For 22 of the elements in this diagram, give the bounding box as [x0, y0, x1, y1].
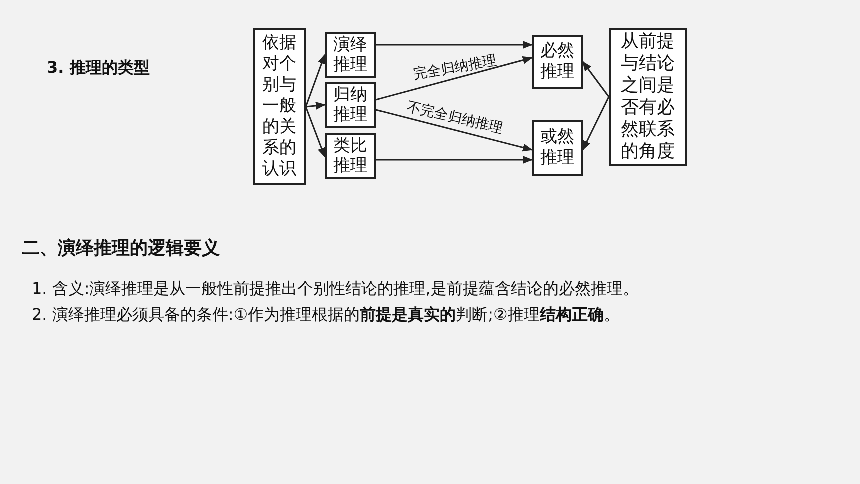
text-box: 必然推理	[532, 35, 583, 89]
arrow	[582, 96, 610, 151]
arrow	[305, 106, 326, 158]
paragraph: 1. 含义:演绎推理是从一般性前提推出个别性结论的推理,是前提蕴含结论的必然推理。	[32, 279, 639, 300]
edge-label: 不完全归纳推理	[404, 98, 506, 138]
section-heading: 二、演绎推理的逻辑要义	[22, 237, 220, 260]
edge-label: 完全归纳推理	[411, 52, 499, 86]
arrow	[376, 156, 533, 164]
arrow	[376, 109, 533, 152]
text-box: 归纳推理	[325, 82, 376, 128]
text-box: 演绎推理	[325, 32, 376, 78]
diagram-title: 3. 推理的类型	[47, 58, 150, 79]
arrow	[306, 102, 326, 110]
arrow	[376, 41, 533, 49]
arrow	[376, 56, 533, 101]
text-box: 依据对个别与一般的关系的认识	[253, 28, 306, 185]
text-box: 或然推理	[532, 120, 583, 176]
arrow	[582, 61, 610, 98]
text-box: 类比推理	[325, 133, 376, 179]
paragraph: 2. 演绎推理必须具备的条件:①作为推理根据的前提是真实的判断;②推理结构正确。	[32, 305, 620, 326]
arrow	[305, 54, 326, 108]
text-box: 从前提与结论之间是否有必然联系的角度	[609, 28, 687, 166]
